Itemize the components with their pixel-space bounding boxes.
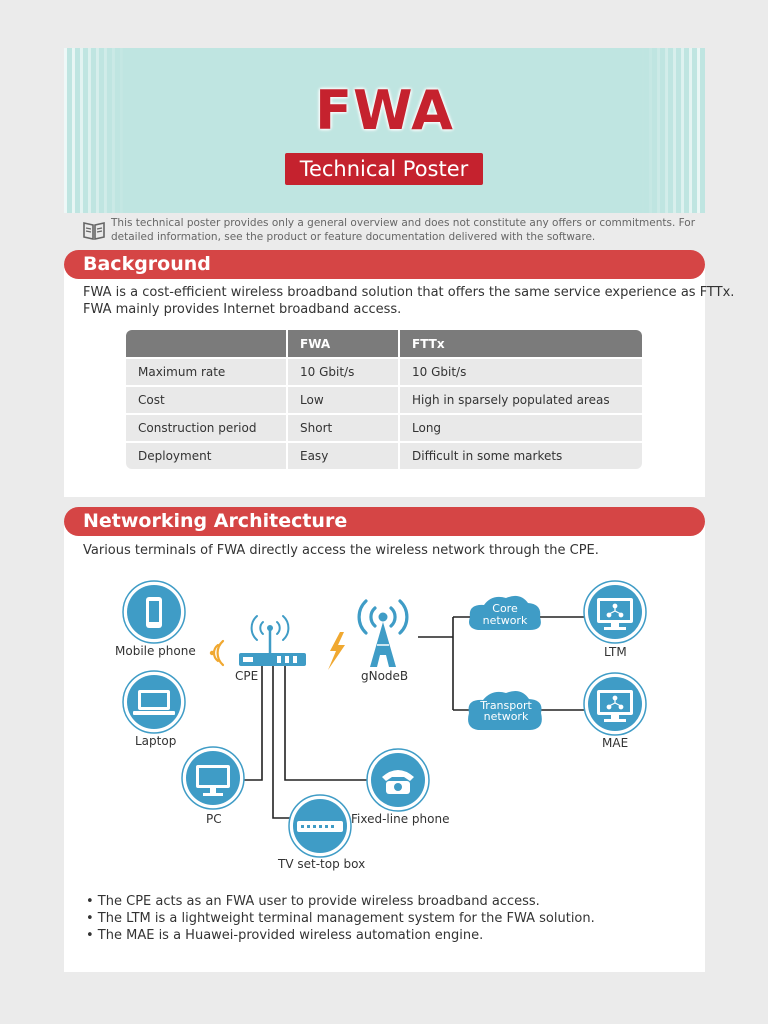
table-row: Maximum rate 10 Gbit/s 10 Gbit/s: [126, 357, 642, 385]
poster-subtitle: Technical Poster: [285, 153, 483, 185]
decorative-stripes-right: [641, 48, 705, 213]
table-cell: Construction period: [126, 413, 288, 441]
gnodeb-label: gNodeB: [361, 669, 409, 683]
set-top-box-icon: [288, 794, 352, 858]
table-header-cell: [126, 330, 288, 357]
table-cell: Long: [400, 413, 642, 441]
wifi-signal-icon: [209, 639, 225, 667]
table-cell: 10 Gbit/s: [288, 357, 400, 385]
mobile-phone-label: Mobile phone: [115, 644, 196, 658]
table-cell: Low: [288, 385, 400, 413]
table-header-cell: FWA: [288, 330, 400, 357]
table-row: Construction period Short Long: [126, 413, 642, 441]
background-section-header: Background: [64, 250, 705, 279]
networking-heading: Networking Architecture: [83, 510, 348, 532]
list-item: • The CPE acts as an FWA user to provide…: [86, 894, 540, 909]
ltm-label: LTM: [604, 645, 627, 659]
table-cell: Easy: [288, 441, 400, 469]
table-row: Deployment Easy Difficult in some market…: [126, 441, 642, 469]
table-cell: Cost: [126, 385, 288, 413]
background-heading: Background: [83, 253, 211, 275]
set-top-box-label: TV set-top box: [278, 857, 366, 871]
core-network-label-line-2: network: [482, 614, 528, 627]
book-icon: [83, 222, 105, 240]
table-cell: High in sparsely populated areas: [400, 385, 642, 413]
table-header-cell: FTTx: [400, 330, 642, 357]
table-row: Cost Low High in sparsely populated area…: [126, 385, 642, 413]
table-header-row: FWA FTTx: [126, 330, 642, 357]
transport-network-label-line-1: Transport: [480, 699, 532, 712]
pc-icon: [181, 746, 245, 810]
networking-notes: • The CPE acts as an FWA user to provide…: [86, 893, 595, 944]
networking-intro: Various terminals of FWA directly access…: [83, 543, 599, 558]
cpe-label: CPE: [235, 669, 259, 683]
decorative-stripes-left: [64, 48, 128, 213]
table-cell: Maximum rate: [126, 357, 288, 385]
networking-section-header: Networking Architecture: [64, 507, 705, 536]
laptop-label: Laptop: [135, 734, 177, 748]
ltm-server-icon: [583, 580, 647, 644]
table-cell: 10 Gbit/s: [400, 357, 642, 385]
hero-banner: [64, 48, 705, 213]
core-network-label-line-1: Core: [492, 602, 518, 615]
transport-network-cloud-icon: [468, 691, 542, 730]
list-item: • The LTM is a lightweight terminal mana…: [86, 911, 595, 926]
table-cell: Deployment: [126, 441, 288, 469]
laptop-icon: [122, 670, 186, 734]
background-intro-line-1: FWA is a cost-efficient wireless broadba…: [83, 285, 735, 300]
transport-network-label-line-2: network: [483, 710, 529, 723]
gnodeb-tower-icon: [357, 599, 409, 667]
cpe-router-icon: [239, 615, 306, 666]
mae-label: MAE: [602, 736, 629, 750]
fixed-line-phone-label: Fixed-line phone: [351, 812, 450, 826]
fixed-line-phone-icon: [366, 748, 430, 812]
table-cell: Short: [288, 413, 400, 441]
list-item: • The MAE is a Huawei-provided wireless …: [86, 928, 484, 943]
mobile-phone-icon: [122, 580, 186, 644]
poster-title: FWA: [315, 79, 454, 142]
pc-label: PC: [206, 812, 222, 826]
lightning-icon: [328, 632, 345, 670]
background-intro-line-2: FWA mainly provides Internet broadband a…: [83, 302, 402, 317]
table-cell: Difficult in some markets: [400, 441, 642, 469]
mae-server-icon: [583, 672, 647, 736]
comparison-table: FWA FTTx Maximum rate 10 Gbit/s 10 Gbit/…: [126, 330, 642, 469]
disclaimer-text: This technical poster provides only a ge…: [111, 217, 696, 243]
core-network-cloud-icon: [469, 595, 541, 630]
